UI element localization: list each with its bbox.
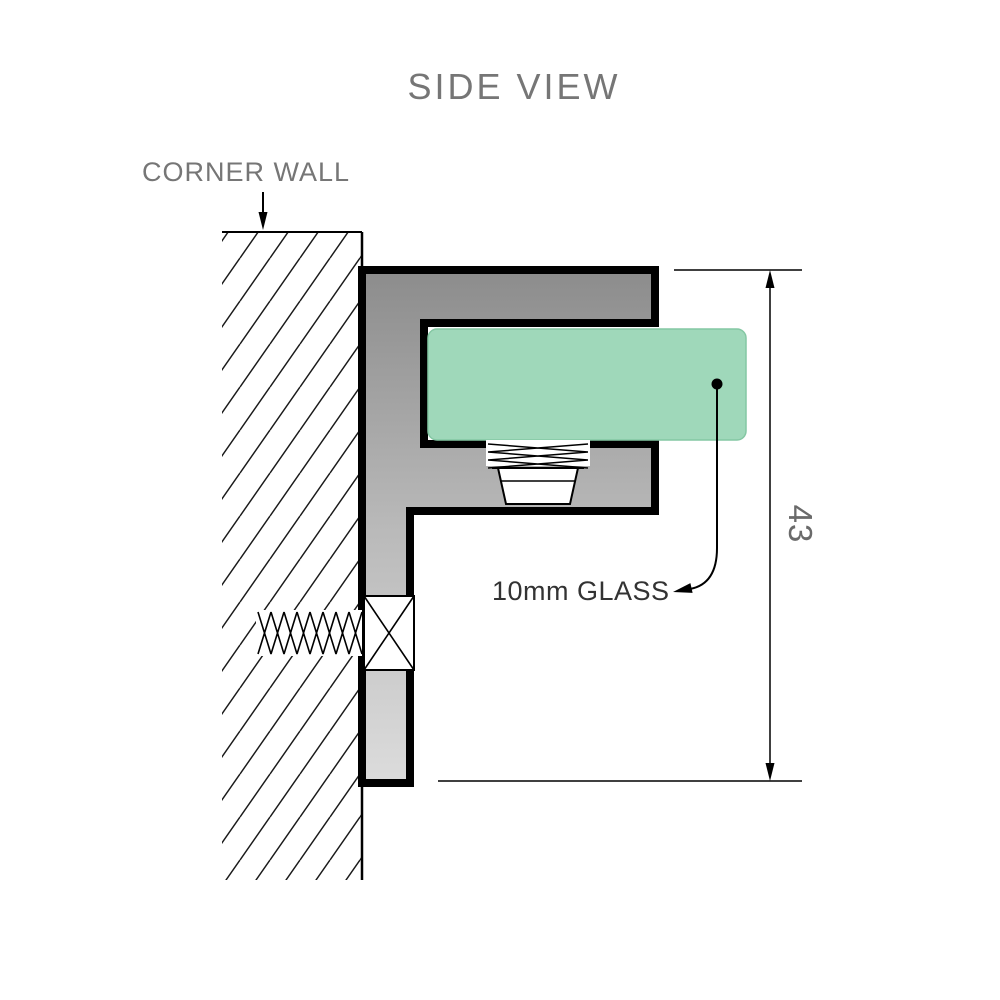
wall-screw-head-cross — [363, 595, 415, 671]
grub-screw — [486, 440, 590, 505]
glass-leader-arrow — [673, 378, 723, 593]
glass-label: 10mm GLASS — [492, 576, 670, 606]
corner-wall-arrow — [258, 192, 268, 230]
wall-screw-threads — [257, 611, 363, 655]
dimension-arrow-down — [765, 763, 775, 781]
corner-wall-label: CORNER WALL — [142, 157, 350, 187]
glass-leader-arrow-head — [673, 583, 693, 593]
glass-leader-dot — [711, 378, 723, 390]
glass-panel — [427, 328, 747, 441]
grub-screw-threads — [487, 443, 589, 469]
dimension-arrow-up — [765, 270, 775, 288]
dimension-label: 43 — [782, 505, 819, 544]
diagram-title: SIDE VIEW — [407, 66, 620, 107]
dimension-43: 43 — [438, 269, 819, 782]
bracket-profile — [358, 266, 659, 787]
wall-hatching — [222, 232, 362, 880]
grub-screw-body — [496, 467, 580, 505]
wall-screw — [256, 595, 415, 671]
corner-wall-arrow-head — [258, 212, 268, 230]
glass-leader-line — [689, 389, 718, 590]
